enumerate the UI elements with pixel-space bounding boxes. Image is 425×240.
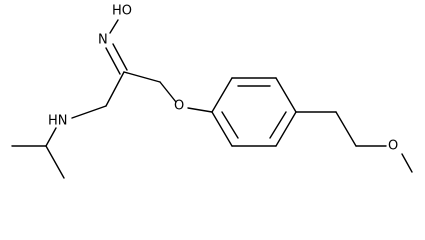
ring-bond-4 [275, 111, 297, 147]
atom-label-methoxy-oxygen: O [388, 139, 398, 154]
atom-label-imine-nitrogen: N [98, 33, 108, 48]
atom-label-amine: HN [48, 114, 68, 129]
bond-ch2-o [159, 81, 177, 103]
ring-bond-3 [275, 77, 297, 113]
bond-ch-ch3-right [45, 145, 65, 179]
bond-o-ch3 [401, 153, 413, 173]
atom-label-ether-oxygen: O [174, 99, 184, 114]
bond-nh-ch [45, 127, 57, 147]
bond-oh-n [109, 19, 119, 34]
atom-label-hydroxyl: HO [112, 4, 132, 19]
ring-inner-bond-3 [221, 111, 239, 139]
ring-bond-1 [211, 77, 233, 113]
bond-c-ch2-right [123, 71, 161, 83]
bond-o-ring [187, 107, 213, 113]
ring-bond-6 [211, 111, 233, 147]
ring-inner-bond-2 [269, 111, 287, 139]
bond-ch2-nh [71, 105, 107, 119]
molecule-structure: HO N HN O O [11, 4, 413, 179]
bond-n-c-double-b [105, 47, 121, 75]
bonds [11, 19, 413, 179]
atom-labels: HO N HN O O [48, 4, 398, 154]
bond-n-c-double-a [112, 43, 128, 71]
bond-c-ch2-left [105, 71, 125, 107]
bond-ch2-ch2 [335, 111, 357, 147]
